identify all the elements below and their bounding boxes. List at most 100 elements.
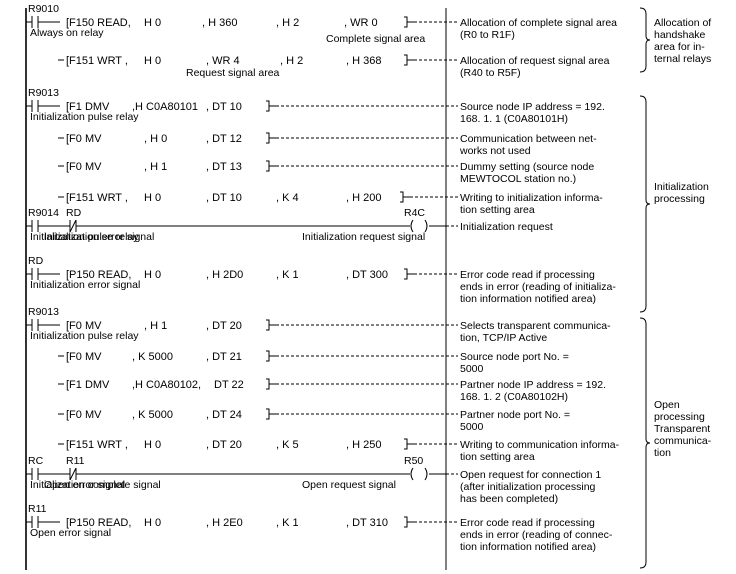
instruction-operand-c: , K 1 [276, 517, 299, 529]
comment-line: Initialization request [460, 221, 553, 233]
instruction-close-bracket [266, 378, 270, 390]
coil-right [424, 467, 428, 481]
contact-address: RC [28, 455, 44, 467]
comment-line: Source node IP address = 192. [460, 101, 605, 113]
instruction-operand-d: , H 368 [346, 55, 381, 67]
instruction-operand-a: H 0 [144, 192, 161, 204]
group-label: Open [654, 399, 680, 411]
comment-line: 168. 1. 1 (C0A80101H) [460, 113, 568, 125]
comment-line: tion information notified area) [460, 541, 596, 553]
instruction-operand-c: , K 1 [276, 269, 299, 281]
contact-address: R9013 [28, 87, 59, 99]
comment-line: 168. 1. 2 (C0A80102H) [460, 391, 568, 403]
group-label: ternal relays [654, 53, 711, 65]
coil-right [424, 219, 428, 233]
instruction-op: [F150 READ, [66, 17, 131, 29]
instruction-op: [F0 MV [66, 351, 102, 363]
comment-line: tion information notified area) [460, 293, 596, 305]
instruction-op: [P150 READ, [66, 269, 131, 281]
instruction-close-bracket [266, 319, 270, 331]
instruction-operand-c: , H 2 [280, 55, 303, 67]
instruction-op: [P150 READ, [66, 517, 131, 529]
instruction-operand-c: , K 4 [276, 192, 299, 204]
group-label: Allocation of [654, 17, 711, 29]
contact2-address: RD [66, 207, 82, 219]
instruction-operand-a: H 0 [144, 269, 161, 281]
instruction-op: [F0 MV [66, 133, 102, 145]
instruction-annotation: Request signal area [186, 67, 280, 79]
instruction-operand-a: H 0 [144, 439, 161, 451]
instruction-operand-b: , H 360 [202, 17, 237, 29]
instruction-operand-b: , H 2D0 [206, 269, 243, 281]
contact-label: Initialization complete signal [30, 479, 161, 491]
instruction-operand-c: , K 5 [276, 439, 299, 451]
comment-line: (after initialization processing [460, 481, 596, 493]
comment-line: Allocation of complete signal area [460, 17, 617, 29]
instruction-op: [F151 WRT , [66, 55, 128, 67]
comment-line: 5000 [460, 363, 484, 375]
contact-address: RD [28, 255, 44, 267]
coil-label: Open request signal [302, 479, 396, 491]
instruction-op: [F1 DMV [66, 101, 110, 113]
instruction-operand-c: , H 2 [276, 17, 299, 29]
group-label: communica- [654, 435, 712, 447]
group-label: tion [654, 447, 671, 459]
comment-line: Partner node port No. = [460, 409, 570, 421]
instruction-operand-b: , DT 10 [206, 101, 242, 113]
instruction-operand-a: H 0 [144, 55, 161, 67]
comment-line: MEWTOCOL station no.) [460, 173, 576, 185]
instruction-operand-a: , K 5000 [132, 351, 173, 363]
comment-line: Error code read if processing [460, 269, 595, 281]
instruction-operand-d: , DT 300 [346, 269, 388, 281]
instruction-operand-d: , H 200 [346, 192, 381, 204]
comment-line: (R0 to R1F) [460, 29, 515, 41]
instruction-close-bracket [404, 268, 408, 280]
instruction-operand-d: , WR 0 [344, 17, 378, 29]
coil-left [410, 467, 414, 481]
comment-line: ends in error (reading of initializa- [460, 281, 616, 293]
comment-line: (R40 to R5F) [460, 67, 521, 79]
comment-line: 5000 [460, 421, 484, 433]
instruction-operand-b: , DT 20 [206, 320, 242, 332]
instruction-annotation: Complete signal area [326, 33, 425, 45]
instruction-operand-a: ,H C0A80101 [132, 101, 198, 113]
comment-line: Communication between net- [460, 133, 597, 145]
comment-line: Dummy setting (source node [460, 161, 594, 173]
instruction-operand-a: H 0 [144, 517, 161, 529]
instruction-operand-b: , DT 21 [206, 351, 242, 363]
instruction-operand-a: ,H C0A80102, [132, 379, 201, 391]
coil-left [410, 219, 414, 233]
instruction-op: [F0 MV [66, 320, 102, 332]
comment-line: Open request for connection 1 [460, 469, 601, 481]
contact-address: R9014 [28, 207, 59, 219]
instruction-close-bracket [404, 16, 408, 28]
instruction-operand-b: , DT 20 [206, 439, 242, 451]
comment-line: Allocation of request signal area [460, 55, 610, 67]
comment-line: tion setting area [460, 451, 535, 463]
instruction-close-bracket [266, 100, 270, 112]
instruction-operand-a: , H 1 [144, 161, 167, 173]
instruction-operand-a: , H 1 [144, 320, 167, 332]
comment-line: tion setting area [460, 204, 535, 216]
comment-line: Error code read if processing [460, 517, 595, 529]
contact-address: R11 [28, 503, 47, 515]
comment-line: has been completed) [460, 493, 558, 505]
instruction-operand-b: , DT 10 [206, 192, 242, 204]
comment-line: Writing to initialization informa- [460, 192, 603, 204]
comment-line: Selects transparent communica- [460, 320, 611, 332]
instruction-close-bracket [266, 160, 270, 172]
contact-label: Initialization pulse relay [30, 111, 139, 123]
instruction-close-bracket [266, 132, 270, 144]
contact-label: Always on relay [30, 27, 104, 39]
comment-line: ends in error (reading of connec- [460, 529, 613, 541]
instruction-operand-a: , K 5000 [132, 409, 173, 421]
contact-label: Initialization pulse relay [30, 330, 139, 342]
contact2-address: R11 [66, 455, 85, 467]
group-label: Transparent [654, 423, 710, 435]
contact2-label: Open error signal [44, 479, 125, 491]
instruction-close-bracket [404, 54, 408, 66]
group-brace [639, 95, 651, 313]
instruction-operand-b: , DT 24 [206, 409, 242, 421]
instruction-operand-b: , DT 13 [206, 161, 242, 173]
contact-label: Initialization pulse relay [30, 231, 139, 243]
